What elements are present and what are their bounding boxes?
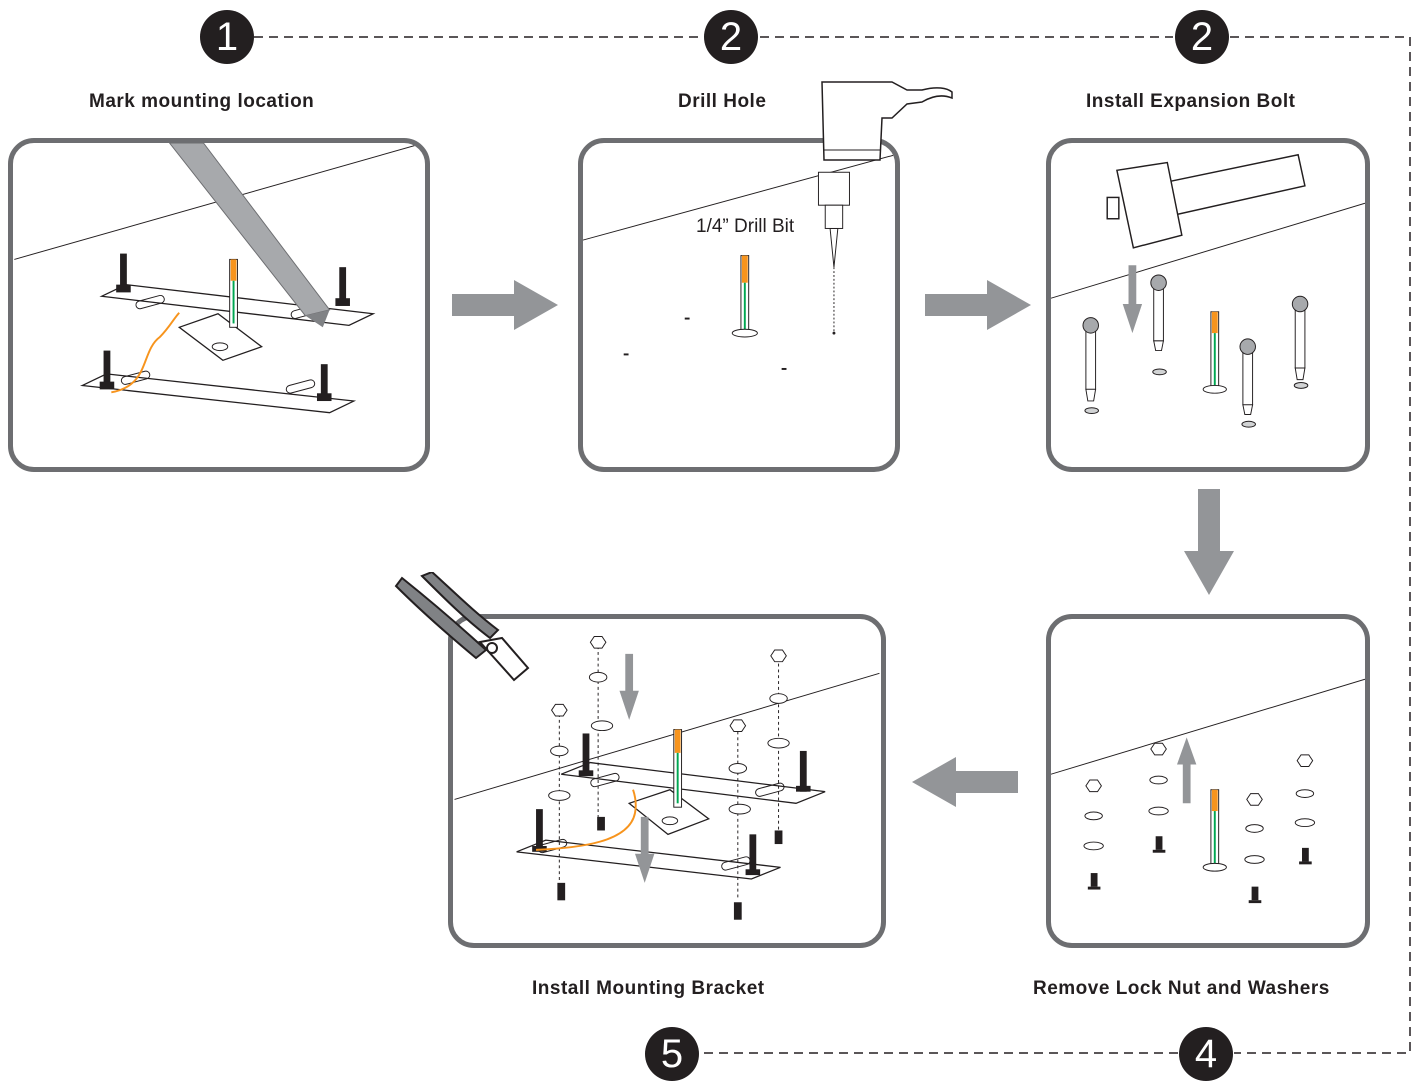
step-1-title: Mark mounting location xyxy=(89,91,315,112)
step-3-badge: 2 xyxy=(1175,10,1229,64)
flow-arrow-right-1 xyxy=(452,280,558,330)
step-5-illustration xyxy=(454,635,880,920)
step-4-title: Remove Lock Nut and Washers xyxy=(1033,978,1330,999)
step-2-badge: 2 xyxy=(704,10,758,64)
step-3-title: Install Expansion Bolt xyxy=(1086,91,1296,112)
step-1-badge: 1 xyxy=(200,10,254,64)
drill-bit xyxy=(817,171,850,268)
step-4-panel xyxy=(1046,614,1370,948)
step-1-illustration xyxy=(14,143,424,414)
step-3-panel xyxy=(1046,138,1370,472)
drill-bit-label: 1/4” Drill Bit xyxy=(696,216,795,237)
power-drill-icon xyxy=(821,81,953,161)
pliers-icon xyxy=(394,572,530,682)
step-2-illustration xyxy=(583,154,895,370)
flow-arrow-down xyxy=(1184,489,1234,595)
mallet-icon xyxy=(1106,153,1306,249)
flow-arrow-right-2 xyxy=(925,280,1031,330)
step-2-title: Drill Hole xyxy=(678,91,767,112)
step-5-badge: 5 xyxy=(645,1027,699,1081)
step-4-badge: 4 xyxy=(1179,1027,1233,1081)
step-3-illustration xyxy=(1051,153,1365,428)
step-5-title: Install Mounting Bracket xyxy=(532,978,765,999)
step-4-illustration xyxy=(1051,678,1365,904)
marker-pen-icon xyxy=(168,143,331,328)
flow-arrow-left xyxy=(912,757,1018,807)
step-1-panel xyxy=(8,138,430,472)
step-2-panel xyxy=(578,138,900,472)
